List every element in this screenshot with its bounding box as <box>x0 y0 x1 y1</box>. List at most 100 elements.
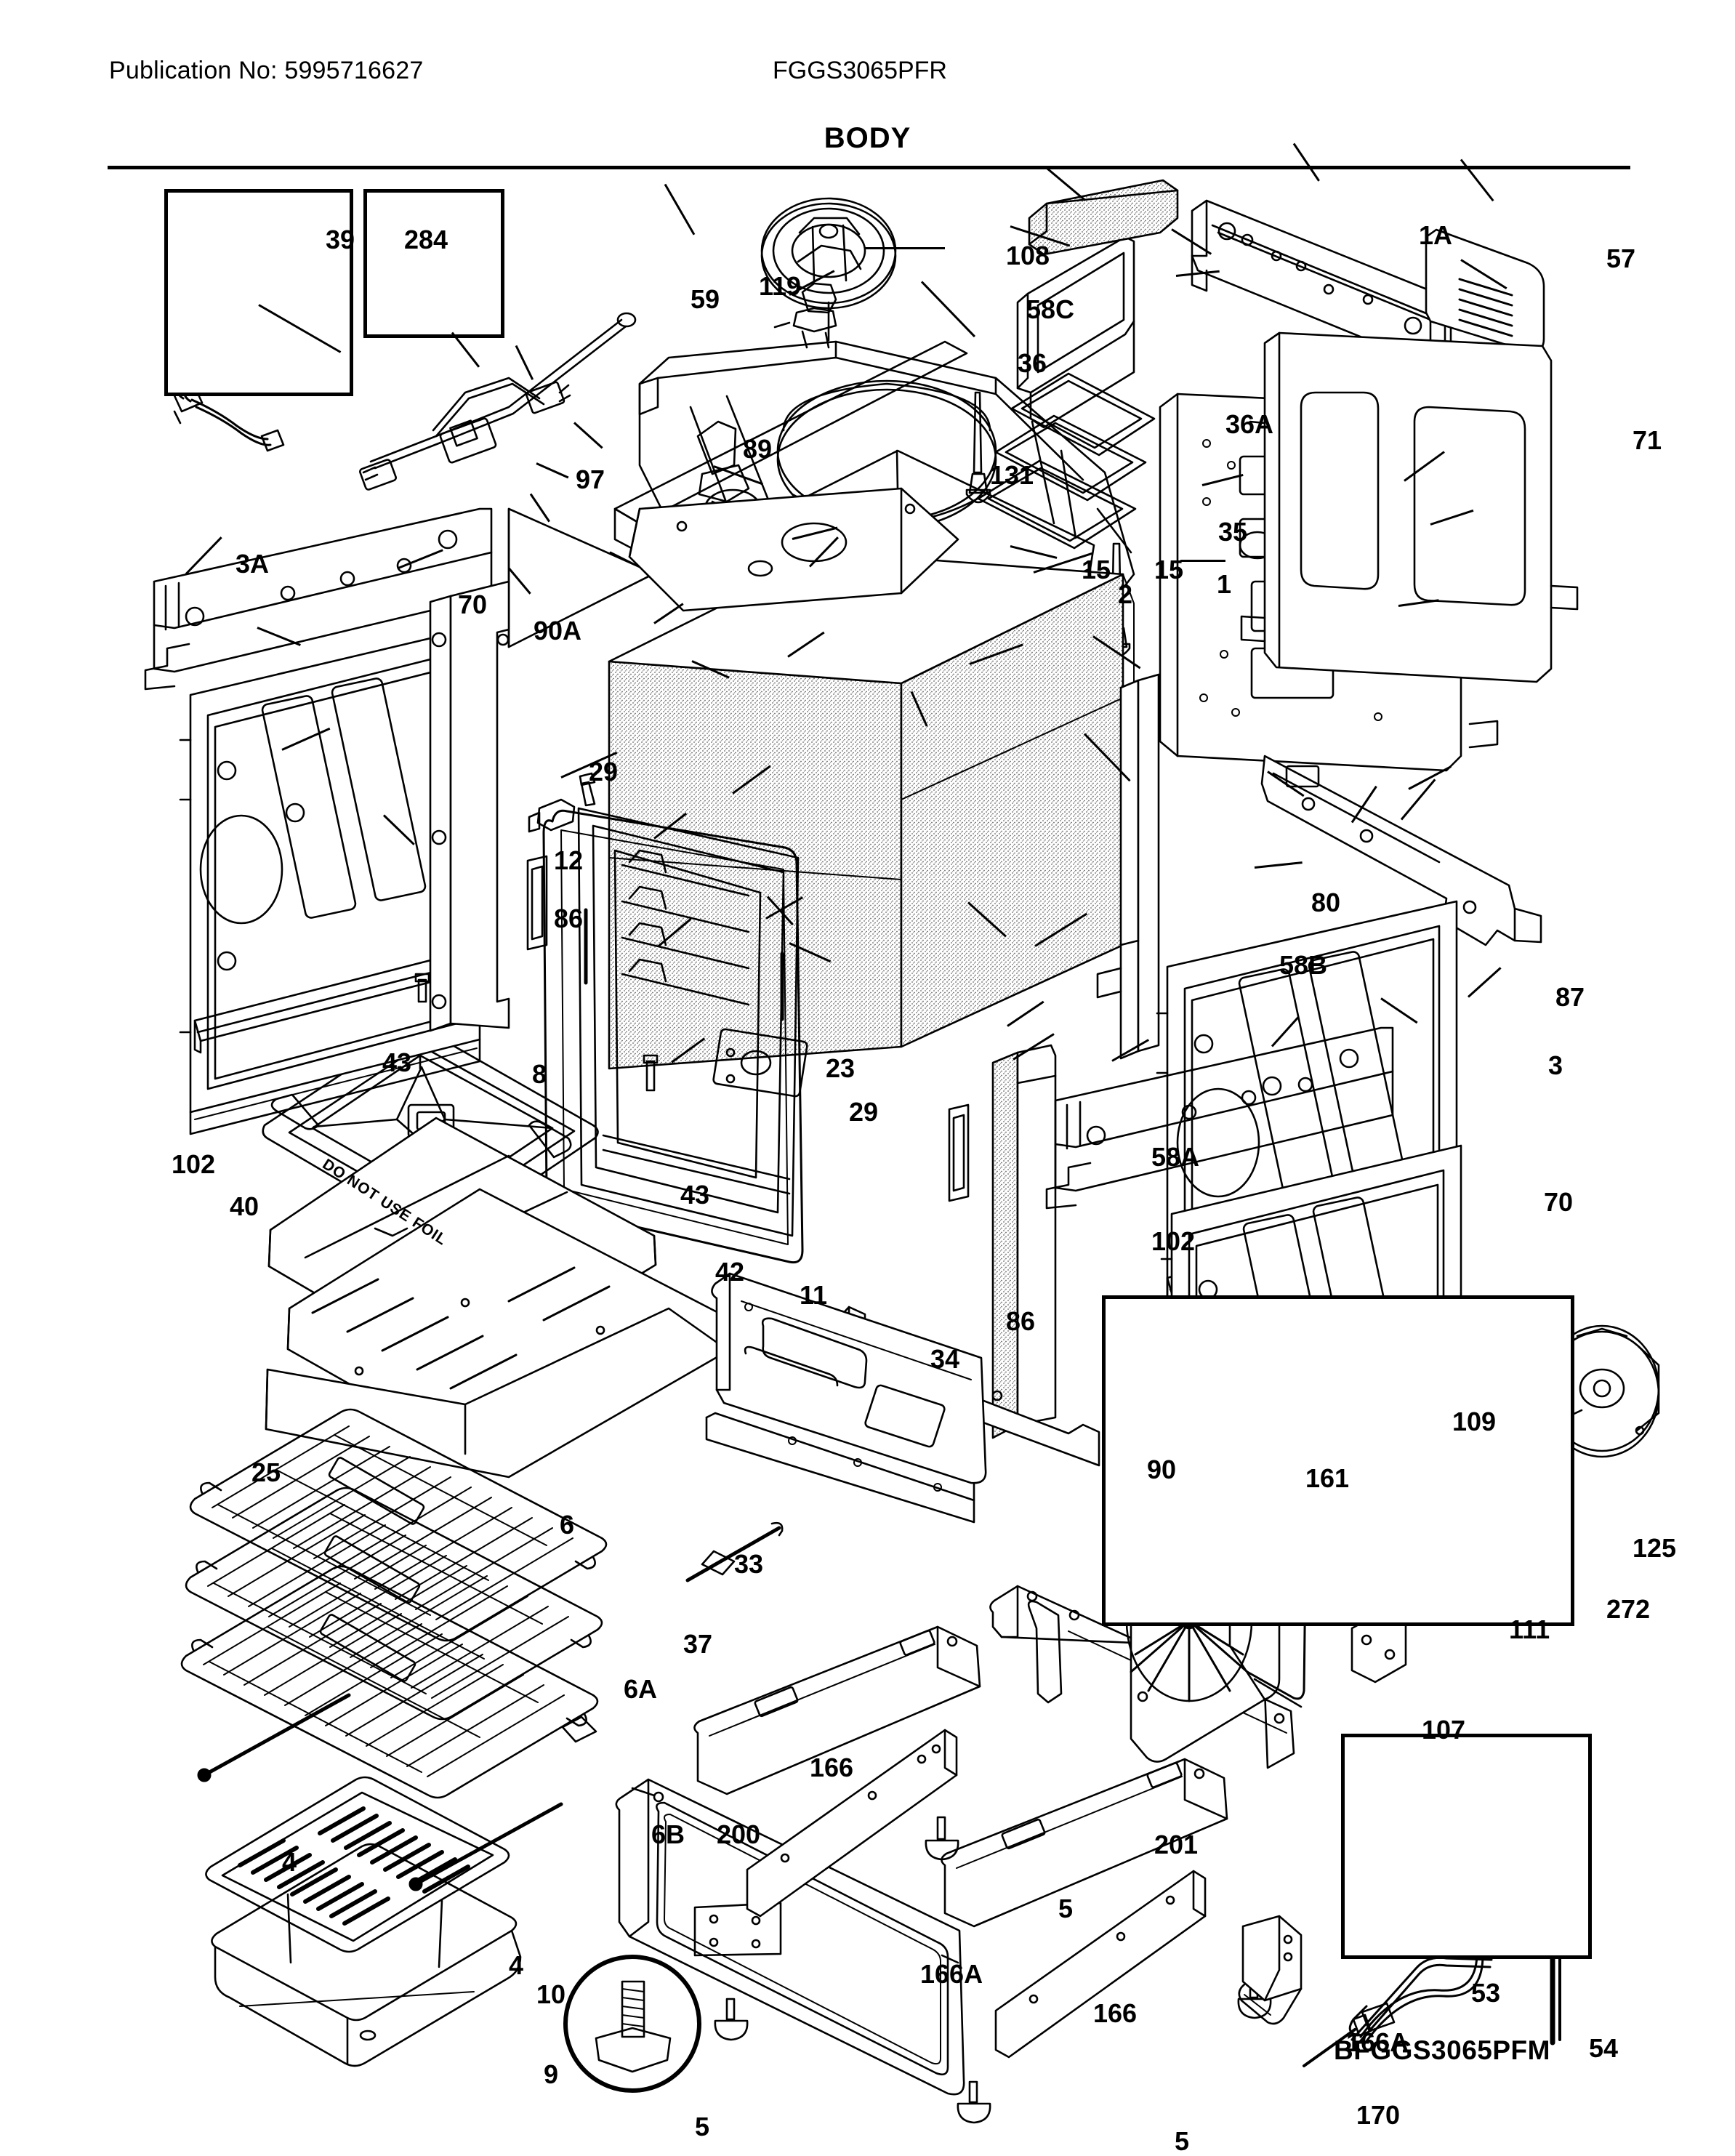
leader <box>1271 1016 1300 1047</box>
callout-58A: 58A <box>1151 1142 1200 1172</box>
leveling-leg-detail <box>565 1957 699 2091</box>
leader <box>1013 1033 1055 1061</box>
leader <box>185 536 222 575</box>
leader <box>865 247 945 249</box>
leader <box>257 627 301 646</box>
leader <box>1010 545 1058 559</box>
callout-108: 108 <box>1006 241 1050 270</box>
drawer-front-33 <box>707 1274 986 1522</box>
vent-gasket-36A <box>1012 374 1154 455</box>
leader <box>671 1037 706 1063</box>
hinge-receiver-86-left <box>528 856 547 949</box>
leader <box>573 422 603 449</box>
leader <box>653 812 688 840</box>
insulation-58A <box>993 1045 1055 1438</box>
callout-89: 89 <box>743 434 773 464</box>
callout-111: 111 <box>1509 1614 1550 1644</box>
rear-trim-1A <box>1192 201 1445 393</box>
leader <box>808 536 839 568</box>
callout-107: 107 <box>1422 1715 1466 1745</box>
leader <box>967 901 1007 938</box>
oven-cavity-block <box>609 552 1134 1069</box>
callout-161: 161 <box>1305 1463 1350 1493</box>
cooktop-subplate <box>615 342 967 552</box>
callout-71: 71 <box>1633 425 1662 455</box>
bracket-80 <box>1172 640 1223 750</box>
callout-33: 33 <box>734 1549 764 1579</box>
leader <box>1350 785 1377 824</box>
callout-1A: 1A <box>1419 220 1453 250</box>
callout-102: 102 <box>1151 1226 1196 1256</box>
leader <box>766 896 794 926</box>
callout-39: 39 <box>326 225 355 254</box>
vent-cover-57 <box>1426 230 1544 371</box>
leader <box>1044 166 1087 201</box>
oven-rack-6 <box>190 1409 606 1641</box>
callout-5: 5 <box>1058 1894 1074 1923</box>
callout-59: 59 <box>691 284 720 314</box>
callout-29: 29 <box>849 1097 879 1127</box>
callout-11: 11 <box>800 1280 828 1310</box>
leader <box>1175 270 1220 277</box>
page-title: BODY <box>824 122 911 154</box>
leader <box>1083 733 1131 782</box>
callout-15: 15 <box>1154 555 1184 584</box>
callout-119: 119 <box>759 271 802 301</box>
header-divider <box>108 166 1630 169</box>
leveling-leg-a <box>926 1817 958 1859</box>
oven-rack-6A <box>186 1488 602 1719</box>
oven-liner-11 <box>544 808 808 1263</box>
leader <box>664 183 696 236</box>
callout-272: 272 <box>1606 1594 1651 1624</box>
callout-97: 97 <box>576 464 605 494</box>
bracket-131 <box>629 488 958 611</box>
callout-15: 15 <box>1082 555 1111 584</box>
callout-201: 201 <box>1154 1830 1199 1859</box>
do-not-use-foil-note: DO NOT USE FOIL <box>319 1156 451 1249</box>
inset-box-284 <box>363 189 504 338</box>
leader <box>1092 635 1141 669</box>
callout-57: 57 <box>1606 244 1636 273</box>
screw-43-upper <box>416 974 429 1002</box>
blower-housing-59 <box>640 342 1134 669</box>
callout-1: 1 <box>1217 569 1232 599</box>
callout-9: 9 <box>544 2059 559 2089</box>
broiler-insert-10 <box>206 1777 509 1952</box>
leader <box>515 345 534 380</box>
callout-42: 42 <box>715 1257 745 1287</box>
inset-box-39 <box>164 189 353 396</box>
callout-43: 43 <box>382 1047 412 1077</box>
callout-53: 53 <box>1471 1978 1501 2008</box>
leader <box>787 631 825 658</box>
leader <box>1380 997 1418 1024</box>
base-panel-42 <box>288 1189 728 1474</box>
leader <box>1201 474 1244 486</box>
callout-5: 5 <box>1175 2126 1190 2156</box>
rack-guide-4-lower <box>411 1804 561 1889</box>
leader <box>658 918 692 947</box>
callout-58B: 58B <box>1279 950 1328 980</box>
callout-8: 8 <box>532 1059 547 1089</box>
callout-12: 12 <box>554 845 584 875</box>
back-panel-71 <box>1241 333 1577 682</box>
oven-bottom-8 <box>263 1027 598 1250</box>
insulation-58C <box>1029 180 1178 254</box>
callout-166A: 166A <box>1346 2027 1409 2057</box>
leader <box>398 549 443 569</box>
callout-166: 166 <box>810 1753 854 1782</box>
callout-4: 4 <box>282 1847 297 1877</box>
drawer-support-25 <box>266 1308 728 1477</box>
callout-43: 43 <box>680 1180 710 1210</box>
leader <box>713 465 764 486</box>
callout-166: 166 <box>1093 1998 1138 2028</box>
hinge-receiver-86-right <box>949 1105 968 1201</box>
callout-6A: 6A <box>624 1674 658 1704</box>
callout-5: 5 <box>695 2112 710 2141</box>
leader <box>1034 912 1088 947</box>
broiler-pan-9 <box>212 1844 520 2066</box>
callout-87: 87 <box>1555 982 1585 1012</box>
callout-40: 40 <box>230 1191 259 1221</box>
leader <box>653 603 684 624</box>
callout-3: 3 <box>1548 1050 1563 1080</box>
